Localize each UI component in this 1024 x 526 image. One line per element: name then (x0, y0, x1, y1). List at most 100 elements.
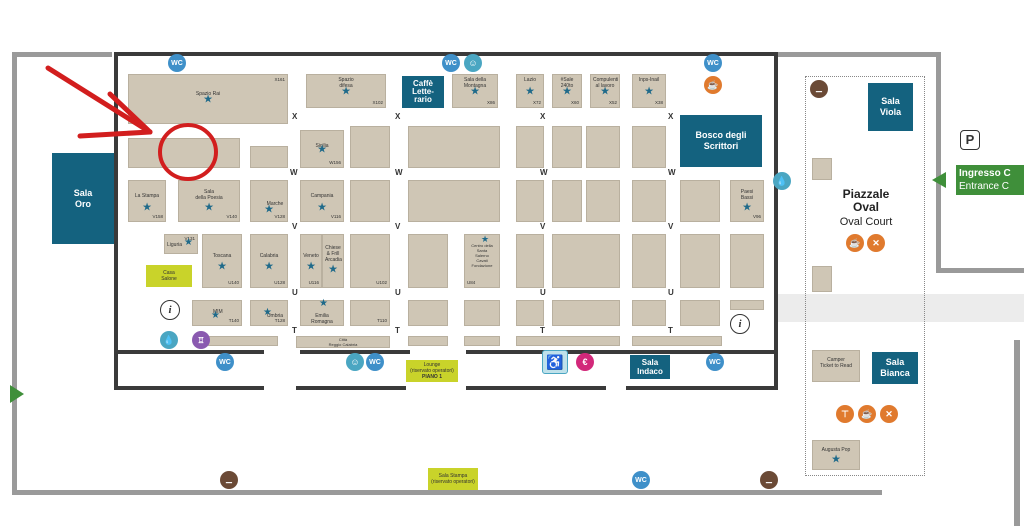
stand-block-x127[interactable] (250, 146, 288, 168)
star-icon: ★ (481, 234, 490, 244)
stand-block-w21[interactable] (680, 180, 720, 222)
stand-centro-sant[interactable]: Centro della Santa Salerno Cavati Fondaz… (464, 234, 500, 288)
stand-inps[interactable]: Inps-Inail★X38 (632, 74, 666, 108)
restaurant-icon[interactable]: ✕ (867, 234, 885, 252)
wc-icon[interactable]: WC (706, 353, 724, 371)
hall-wall-low2 (296, 386, 406, 390)
stand-augusta-pop[interactable]: Augusta Pop★ (812, 440, 860, 470)
stand-block-x151[interactable] (128, 138, 240, 168)
wc-icon[interactable]: WC (632, 471, 650, 489)
star-icon: ★ (204, 201, 214, 214)
wc-icon[interactable]: WC (216, 353, 234, 371)
stand-marche[interactable]: Marche★V128 (250, 180, 288, 222)
cafe-icon[interactable]: ☕ (846, 234, 864, 252)
stand-block-u41[interactable] (632, 300, 666, 326)
stand-block-u07[interactable] (730, 300, 764, 310)
stand-strip-t145[interactable] (208, 336, 278, 346)
stand-lazio[interactable]: Lazio★X72 (516, 74, 544, 108)
stand-block-w79[interactable] (408, 180, 500, 222)
stand-paesi-bassi[interactable]: Paesi Bassi★V96 (730, 180, 764, 222)
stand-veneto[interactable]: Veneto★U116 (300, 234, 322, 288)
stand-rev10[interactable] (812, 158, 832, 180)
water-icon: 💧 (160, 331, 178, 349)
stand-mim[interactable]: MIM★T140 (192, 300, 242, 326)
sala-indaco[interactable]: Sala Indaco (630, 355, 670, 379)
stand-citta-reggio[interactable]: Città Reggio Calabria (296, 336, 390, 348)
wc-icon[interactable]: WC (704, 54, 722, 72)
stand-block-u109[interactable]: T110 (350, 300, 390, 326)
stand-block-x55[interactable] (586, 126, 620, 168)
stand-strip-t45[interactable] (516, 336, 620, 346)
stand-block-u25[interactable] (680, 300, 720, 326)
stand-camper[interactable]: Camper Ticket to Read (812, 350, 860, 382)
aisle-t-3: T (540, 326, 545, 335)
wc-icon[interactable]: WC (168, 54, 186, 72)
aisle-t-4: T (668, 326, 673, 335)
hall-wall-low4 (626, 386, 778, 390)
stand-la-stampa[interactable]: La Stampa★V158 (128, 180, 166, 222)
stand-block-w37[interactable] (632, 180, 666, 222)
stand-strip-t95[interactable] (408, 336, 448, 346)
info-icon[interactable]: i (160, 300, 180, 320)
stand-block-u71[interactable] (516, 300, 544, 326)
stand-block-v51[interactable] (552, 234, 620, 288)
cafe-icon[interactable]: ☕ (858, 405, 876, 423)
stand-strip-t83[interactable] (464, 336, 500, 346)
wc-icon[interactable]: WC (442, 54, 460, 72)
stand-spazio-rai[interactable]: Spazio Rai★X161 (128, 74, 288, 124)
stand-strip-t37[interactable] (632, 336, 722, 346)
stand-block-x79[interactable] (408, 126, 500, 168)
stand-sala-montagna[interactable]: Sala della Montagna★X86 (452, 74, 498, 108)
stand-block-x37[interactable] (632, 126, 666, 168)
sala-stampa[interactable]: Sala Stampa (riservato operatori) (428, 468, 478, 490)
stand-block-w59[interactable] (552, 180, 582, 222)
stand-block-u79[interactable] (464, 300, 500, 326)
stand-block-v91[interactable] (408, 234, 448, 288)
aisle-u-3: U (540, 288, 546, 297)
parking-icon: P (960, 130, 980, 150)
stand-umbria[interactable]: Umbria★T128 (250, 300, 288, 326)
stand-block-v109[interactable]: U102 (350, 234, 390, 288)
stand-toscana[interactable]: Toscana★U140 (202, 234, 242, 288)
stand-block-v75[interactable] (516, 234, 544, 288)
hall-wall-low3 (466, 386, 606, 390)
sala-oro[interactable]: Sala Oro (52, 153, 114, 244)
stand-campania[interactable]: Campania★V116 (300, 180, 344, 222)
euro-icon[interactable]: € (576, 353, 594, 371)
stand-block-v21[interactable] (680, 234, 720, 288)
stand-sicilia[interactable]: Sicilia★W156 (300, 130, 344, 168)
stand-block-w75[interactable] (516, 180, 544, 222)
stand-block-u62[interactable] (552, 300, 620, 326)
caffe-letterario[interactable]: Caffè Lette- rario (402, 76, 444, 108)
stand-block-x59[interactable] (552, 126, 582, 168)
stand-calabria[interactable]: Calabria★U128 (250, 234, 288, 288)
star-icon: ★ (831, 453, 841, 466)
stand-emilia[interactable]: Emilia Romagna★ (300, 299, 344, 326)
cafe-icon[interactable]: ☕ (704, 76, 722, 94)
stand-casa-salone[interactable]: Casa Salone (146, 265, 192, 287)
stand-block-x71[interactable] (516, 126, 544, 168)
stand-block-v37[interactable] (632, 234, 666, 288)
restaurant-icon[interactable]: ✕ (880, 405, 898, 423)
stand-compulenti[interactable]: Compulenti al lavoro★X52 (590, 74, 620, 108)
wc-icon[interactable]: WC (366, 353, 384, 371)
sala-viola[interactable]: Sala Viola (868, 83, 913, 131)
stand-sala-poesia[interactable]: Sala della Poesia★V140 (178, 180, 240, 222)
outer-wall-top-right (778, 52, 940, 57)
entrance-c-label[interactable]: Ingresso C Entrance C (956, 165, 1024, 195)
oval-court-area (805, 76, 925, 476)
bosco-degli-scrittori[interactable]: Bosco degli Scrittori (680, 115, 762, 167)
stand-chiese[interactable]: Chiese & Frill Arcadia★ (322, 234, 344, 288)
stand-block-w55[interactable] (586, 180, 620, 222)
stand-spazio-difesa[interactable]: Spazio difesa★X102 (306, 74, 386, 108)
stand-block-v05[interactable] (730, 234, 764, 288)
info-icon[interactable]: i (730, 314, 750, 334)
stand-block-u99[interactable] (408, 300, 448, 326)
stand-rev09[interactable] (812, 266, 832, 292)
stand-block-w101[interactable] (350, 180, 390, 222)
stand-block-x101[interactable] (350, 126, 390, 168)
sala-bianca[interactable]: Sala Bianca (872, 352, 918, 384)
stand-salone240[interactable]: #Sale 240to★X60 (552, 74, 582, 108)
lounge[interactable]: Lounge (riservato operatori) PIANO 1 (406, 360, 458, 382)
